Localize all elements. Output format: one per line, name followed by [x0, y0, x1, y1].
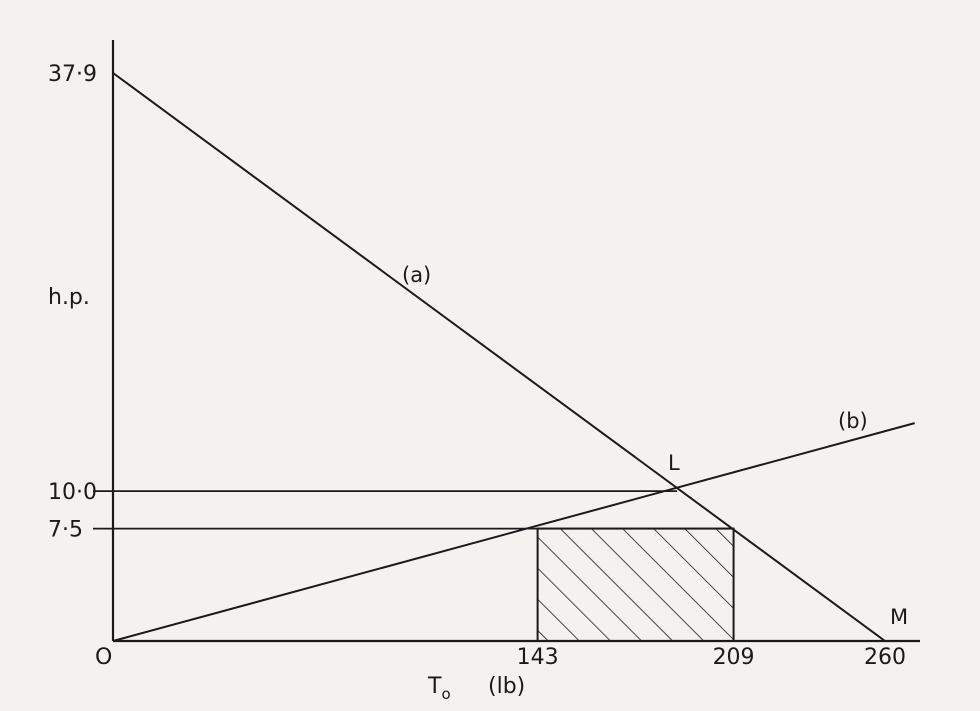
x-axis-title: To	[427, 674, 451, 703]
point-label-L: L	[668, 451, 680, 475]
series-line-a	[112, 72, 886, 642]
series-label-b: (b)	[838, 409, 868, 433]
series-line-b	[112, 422, 915, 642]
x-tick-label: 260	[864, 645, 906, 670]
y-tick-label: 37·9	[48, 62, 97, 87]
x-axis-title-main: T	[427, 674, 442, 699]
x-axis-unit: (lb)	[488, 674, 525, 699]
x-tick-label: 143	[517, 645, 559, 670]
y-axis-title: h.p.	[48, 285, 90, 310]
origin-label: O	[95, 645, 112, 670]
series-label-a: (a)	[402, 263, 431, 287]
x-axis-title-subscript: o	[441, 685, 450, 703]
x-tick-label: 209	[713, 645, 755, 670]
y-tick-label: 10·0	[48, 480, 97, 505]
point-label-M: M	[890, 605, 908, 629]
shaded-region	[536, 527, 735, 642]
y-tick-label: 7·5	[48, 518, 83, 543]
